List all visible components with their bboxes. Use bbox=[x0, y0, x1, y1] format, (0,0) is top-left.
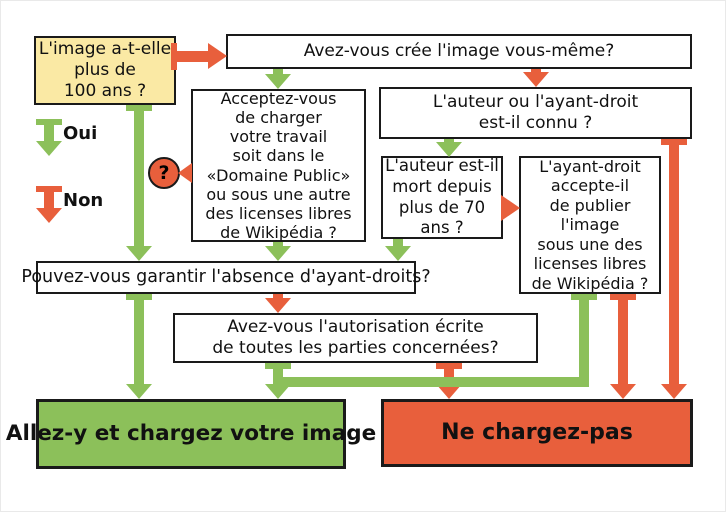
arrow-head bbox=[265, 246, 291, 261]
arrow-shaft bbox=[273, 294, 283, 301]
arrow-head bbox=[208, 43, 227, 69]
node-author-dead-70: L'auteur est-il mort depuis plus de 70 a… bbox=[381, 156, 503, 239]
node-heir-accepts: L'ayant-droit accepte-il de publier l'im… bbox=[519, 156, 661, 294]
arrow-shaft bbox=[393, 239, 403, 248]
node-go-upload: Allez-y et chargez votre image bbox=[6, 399, 376, 469]
legend-no-arrow-head bbox=[36, 208, 62, 223]
node-guarantee-no-heirs: Pouvez-vous garantir l'absence d'ayant-d… bbox=[21, 261, 431, 294]
arrow-shaft bbox=[444, 363, 454, 385]
arrow-shaft bbox=[618, 294, 628, 385]
node-accept-license: Acceptez-vous de charger votre travail s… bbox=[191, 89, 366, 242]
arrow-head bbox=[501, 195, 520, 221]
arrow-shaft bbox=[273, 69, 283, 77]
arrow-shaft bbox=[171, 51, 209, 62]
arrow-shaft bbox=[273, 363, 283, 385]
arrow-shaft-horizontal bbox=[278, 377, 589, 387]
uncertain-arrow-head bbox=[178, 163, 192, 183]
arrow-head bbox=[661, 384, 687, 399]
legend-no-arrow-shaft bbox=[44, 186, 54, 210]
node-written-authorization: Avez-vous l'autorisation écrite de toute… bbox=[173, 313, 538, 363]
arrow-head bbox=[265, 298, 291, 313]
arrow-shaft-vertical bbox=[579, 294, 589, 387]
node-do-not-upload: Ne chargez-pas bbox=[381, 399, 693, 467]
arrow-shaft bbox=[273, 242, 283, 249]
arrow-head bbox=[385, 246, 411, 261]
arrow-head bbox=[126, 384, 152, 399]
arrow-head bbox=[523, 72, 549, 87]
arrow-head bbox=[265, 384, 291, 399]
uncertain-question-badge: ? bbox=[148, 157, 180, 189]
arrow-shaft bbox=[134, 105, 144, 248]
legend-no-label: Non bbox=[63, 190, 104, 211]
arrow-head bbox=[265, 74, 291, 89]
node-author-known: L'auteur ou l'ayant-droit est-il connu ? bbox=[379, 87, 692, 139]
arrow-head bbox=[126, 246, 152, 261]
legend-yes-arrow-head bbox=[36, 141, 62, 156]
arrow-head bbox=[610, 384, 636, 399]
legend-yes-arrow-shaft bbox=[44, 119, 54, 143]
arrow-shaft bbox=[134, 294, 144, 385]
arrow-head bbox=[436, 142, 462, 157]
node-image-age: L'image a-t-elle plus de 100 ans ? bbox=[34, 36, 176, 105]
arrow-head bbox=[436, 384, 462, 399]
node-created-yourself: Avez-vous crée l'image vous-même? bbox=[226, 34, 692, 69]
legend-yes-label: Oui bbox=[63, 123, 98, 144]
arrow-shaft bbox=[669, 139, 679, 385]
